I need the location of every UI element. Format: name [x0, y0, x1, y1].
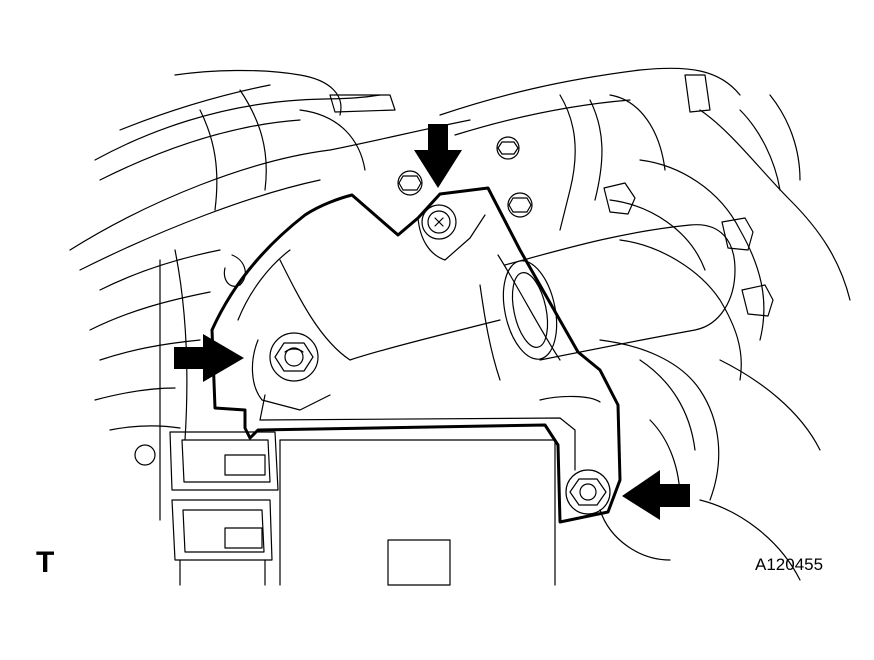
background-linework: [69, 67, 851, 586]
bolt-icon: [421, 204, 457, 240]
arrow-down-icon: [414, 124, 462, 188]
arrow-left-icon: [622, 470, 690, 520]
bolt-icon: [565, 469, 611, 515]
part-outline: [210, 186, 622, 524]
figure-code-label: A120455: [755, 555, 824, 574]
view-letter-label: T: [36, 546, 55, 579]
bolt-icon: [269, 332, 319, 382]
arrow-right-icon: [174, 334, 244, 382]
bracket-details: [223, 214, 601, 471]
